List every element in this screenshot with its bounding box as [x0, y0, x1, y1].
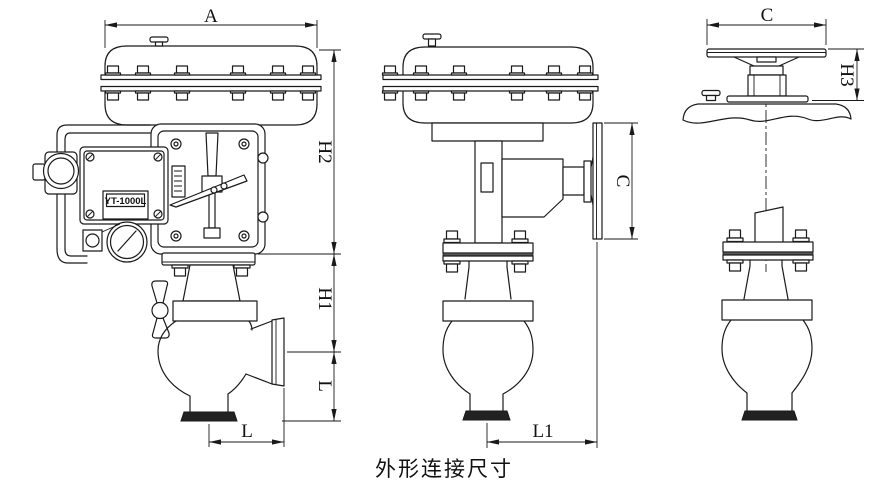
bottom-clamp-ferrule	[180, 411, 238, 422]
dimension-c-top: C	[706, 5, 827, 45]
pressure-gauge-icon	[106, 221, 148, 263]
vent-plug-icon	[149, 36, 169, 47]
air-tubing	[56, 124, 151, 264]
cover-screws	[85, 152, 163, 219]
bottom-clamp-ferrule	[741, 410, 798, 421]
stroke-scale	[171, 165, 186, 198]
manual-handle-icon	[151, 280, 170, 339]
valve-body-rear	[721, 206, 814, 421]
valve-body-front	[151, 252, 285, 422]
dim-label-c-top: C	[761, 5, 774, 26]
side-handwheel	[501, 122, 603, 240]
dim-label-h3: H3	[836, 63, 857, 86]
dimension-l1: L1	[486, 242, 598, 448]
front-view: YT-1000L	[32, 6, 341, 447]
dimension-a: A	[104, 6, 318, 48]
yoke-column	[431, 122, 544, 244]
vent-plug-icon	[701, 89, 721, 102]
dim-label-l1: L1	[532, 421, 553, 442]
dim-label-a: A	[204, 6, 218, 27]
actuator-dome-break	[682, 103, 852, 124]
dim-label-l-bottom: L	[241, 421, 253, 442]
nameplate: YT-1000L	[102, 190, 149, 220]
dimension-h1: H1	[287, 254, 341, 353]
yoke-frame	[150, 123, 269, 255]
positioner: YT-1000L	[32, 146, 169, 263]
side-view: C L1	[381, 33, 638, 448]
dim-label-h2: H2	[314, 140, 335, 163]
vent-plug-icon	[422, 33, 442, 47]
drawing-caption: 外形连接尺寸	[375, 457, 513, 481]
dimension-l-bottom: L	[208, 388, 285, 447]
feedback-lever	[169, 174, 248, 208]
dimension-c-side: C	[604, 122, 638, 240]
dim-label-l-vertical: L	[314, 380, 335, 392]
dimension-h3: H3	[812, 48, 864, 101]
dim-label-h1: H1	[314, 287, 335, 310]
handwheel-view: C H3	[682, 5, 864, 421]
stem-break	[754, 206, 784, 243]
side-clamp-ferrule	[271, 317, 285, 387]
actuator-side	[381, 33, 599, 124]
top-handwheel	[701, 48, 827, 103]
valve-body-side	[442, 230, 534, 421]
gauge-fitting	[82, 223, 121, 252]
bottom-clamp-ferrule	[462, 410, 511, 421]
dim-label-c-side: C	[612, 175, 633, 188]
frame-corner-bolts	[170, 138, 250, 242]
dimension-h2: H2	[258, 49, 341, 255]
positioner-model-label: YT-1000L	[105, 196, 147, 207]
actuator-front	[100, 36, 322, 126]
dimension-l-vertical: L	[282, 352, 341, 422]
